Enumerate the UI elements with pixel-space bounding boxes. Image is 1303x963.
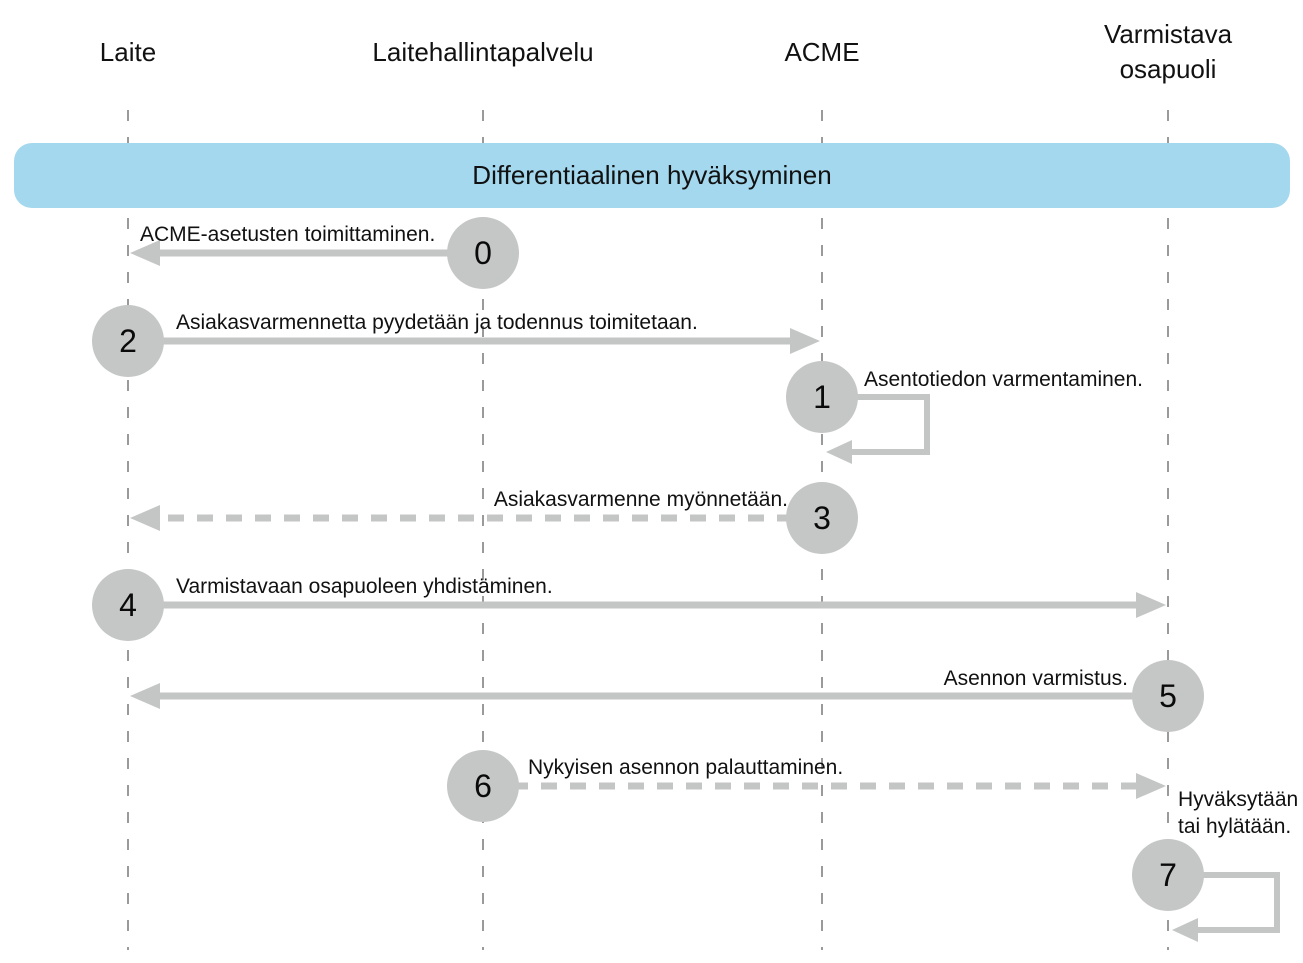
step-circle-3: 3 (786, 482, 858, 554)
actor-label-acme: ACME (784, 36, 860, 67)
step-circle-4: 4 (92, 569, 164, 641)
message-label-step-6: Nykyisen asennon palauttaminen. (528, 756, 844, 779)
message-label-step-5: Asennon varmistus. (943, 667, 1128, 690)
message-label-step-3: Asiakasvarmenne myönnetään. (493, 488, 788, 511)
arrowhead-step-3 (130, 505, 160, 531)
step-circle-1: 1 (786, 361, 858, 433)
step-circle-0: 0 (447, 217, 519, 289)
arrowhead-step-0 (130, 240, 160, 266)
step-circle-2: 2 (92, 305, 164, 377)
actor-label-laite: Laite (99, 36, 157, 67)
self-loop-arrowhead-step-7 (1172, 918, 1198, 942)
arrowhead-step-4 (1136, 592, 1166, 618)
step-circle-7: 7 (1132, 839, 1204, 911)
self-loop-arrowhead-step-1 (826, 440, 852, 464)
actor-label-laitehallintapalvelu: Laitehallintapalvelu (372, 36, 594, 67)
self-loop-step-7 (1188, 872, 1280, 933)
actor-label-varmistava-osapuoli: Varmistava osapuoli (1103, 19, 1233, 84)
message-label-step-7: Hyväksytään tai hylätään. (1178, 788, 1299, 838)
step-circle-5: 5 (1132, 660, 1204, 732)
phase-banner: Differentiaalinen hyväksyminen (14, 143, 1290, 208)
self-loop-step-1 (842, 394, 930, 455)
arrowhead-step-5 (130, 683, 160, 709)
message-label-step-2: Asiakasvarmennetta pyydetään ja todennus… (176, 311, 698, 334)
step-circle-6: 6 (447, 750, 519, 822)
message-label-step-0: ACME-asetusten toimittaminen. (140, 223, 436, 246)
message-label-step-4: Varmistavaan osapuoleen yhdistäminen. (176, 575, 553, 598)
arrowhead-step-2 (790, 328, 820, 354)
message-label-step-1: Asentotiedon varmentaminen. (864, 368, 1143, 391)
arrowhead-step-6 (1136, 773, 1166, 799)
phase-banner-label: Differentiaalinen hyväksyminen (472, 160, 832, 190)
